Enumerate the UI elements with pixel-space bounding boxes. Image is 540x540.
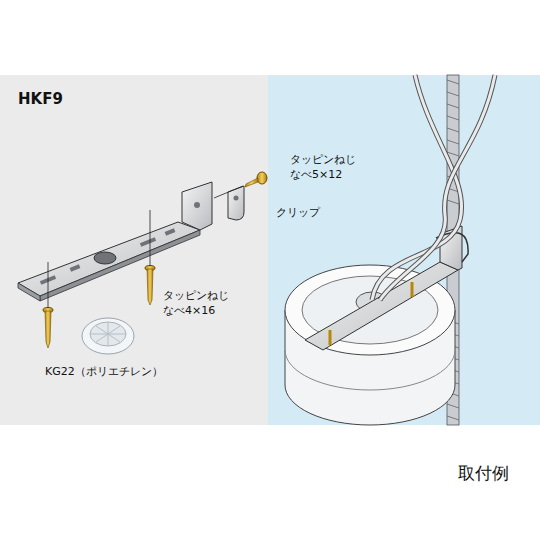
- part-label: タッピンねじ なべ5×12: [290, 152, 370, 182]
- grommet-center: [90, 322, 126, 346]
- fixture-band: [285, 350, 455, 390]
- tapping-screw: [329, 330, 332, 345]
- leader-line: [150, 210, 151, 266]
- grommet-ribs: [90, 322, 126, 346]
- plate-top: [18, 222, 200, 296]
- part-label: タッピンねじ なべ4×16: [163, 288, 243, 318]
- center-hole: [94, 252, 116, 264]
- part-label: クリップ: [276, 205, 346, 220]
- tapping-screw: [145, 210, 155, 305]
- cable-outer: [380, 75, 495, 300]
- flange-hole: [194, 202, 200, 208]
- screw-shank: [147, 269, 153, 305]
- slot: [140, 237, 156, 247]
- grommet: [82, 318, 134, 354]
- tapping-screw: [43, 262, 53, 348]
- slot: [165, 228, 176, 235]
- model-title: HKF9: [18, 90, 63, 108]
- screw-head: [257, 172, 267, 184]
- leader-line: [214, 186, 243, 198]
- clip-hole: [234, 196, 239, 201]
- plate-flange: [182, 182, 212, 230]
- slot: [70, 264, 81, 271]
- bracket-plate: [18, 182, 212, 301]
- grommet-rim: [82, 318, 134, 354]
- light-fixture: [285, 265, 455, 425]
- ceiling-background: [268, 75, 540, 425]
- tapping-screw: [214, 172, 267, 198]
- caption: 取付例: [458, 462, 509, 485]
- tapping-screw: [411, 282, 414, 297]
- cable: [372, 75, 495, 300]
- screw-shank: [45, 311, 51, 348]
- leader-line: [48, 262, 49, 308]
- panel-background: [0, 75, 540, 425]
- screw-shank: [245, 178, 258, 187]
- plate-end: [18, 283, 40, 301]
- cable-inner: [380, 75, 495, 300]
- part-label: KG22（ポリエチレン）: [45, 364, 205, 379]
